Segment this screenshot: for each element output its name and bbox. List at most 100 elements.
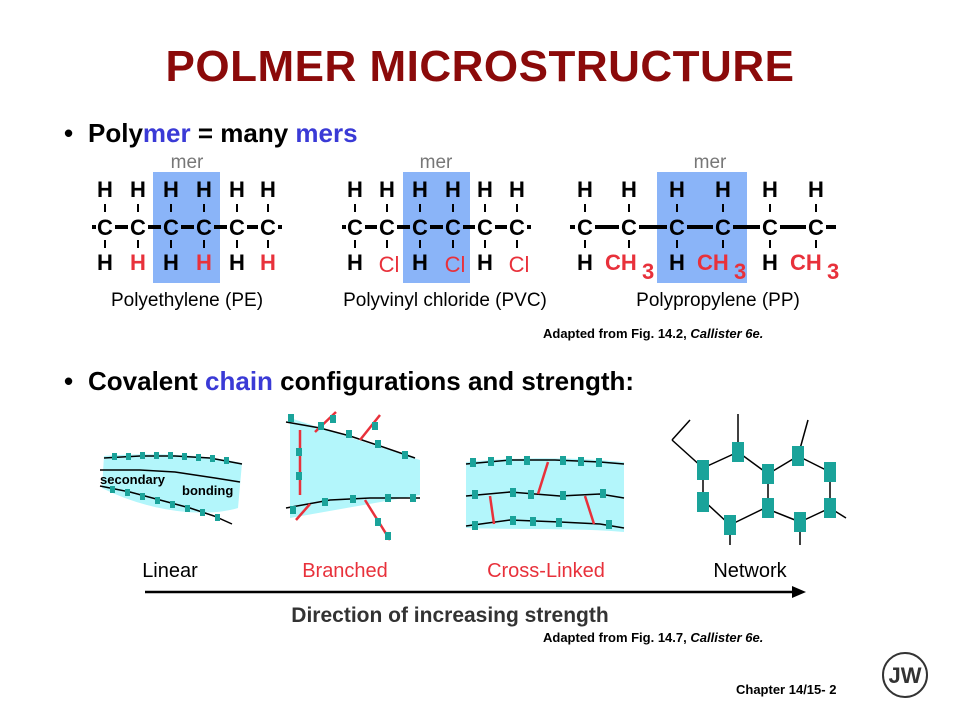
svg-text:H: H <box>715 177 731 202</box>
svg-text:H: H <box>477 250 493 275</box>
label-network: Network <box>713 560 787 582</box>
svg-text:H: H <box>762 177 778 202</box>
mer-label-pvc: mer <box>420 152 453 173</box>
bullet-polymer: •Polymer = many mers <box>64 118 358 148</box>
svg-text:H: H <box>477 177 493 202</box>
svg-text:H: H <box>621 177 637 202</box>
bullet-text-b: mer <box>142 118 191 148</box>
svg-text:H: H <box>808 177 824 202</box>
arrow-label: Direction of increasing strength <box>291 604 608 627</box>
label-pp: Polypropylene (PP) <box>636 290 800 311</box>
svg-text:C: C <box>260 215 276 240</box>
svg-text:3: 3 <box>827 259 839 284</box>
caption-fig-14-7: Adapted from Fig. 14.7, Callister 6e. <box>543 630 764 645</box>
bullet2-text-a: Covalent <box>88 366 206 396</box>
svg-text:C: C <box>762 215 778 240</box>
svg-text:H: H <box>97 177 113 202</box>
svg-text:C: C <box>715 215 731 240</box>
label-pvc: Polyvinyl chloride (PVC) <box>343 290 547 311</box>
chain-configurations-diagram: secondary bonding <box>99 411 847 627</box>
svg-text:H: H <box>130 177 146 202</box>
pvc-bottom: H Cl H Cl H Cl <box>347 250 529 277</box>
svg-text:H: H <box>260 177 276 202</box>
svg-text:H: H <box>669 177 685 202</box>
svg-text:H: H <box>229 177 245 202</box>
svg-text:H: H <box>163 177 179 202</box>
svg-text:JW: JW <box>889 663 922 688</box>
svg-text:3: 3 <box>734 259 746 284</box>
svg-text:H: H <box>347 250 363 275</box>
slide-title: POLMER MICROSTRUCTURE <box>165 42 795 91</box>
svg-text:C: C <box>97 215 113 240</box>
svg-text:H: H <box>509 177 525 202</box>
svg-text:H: H <box>669 250 685 275</box>
branched-diagram <box>285 411 420 541</box>
svg-text:C: C <box>509 215 525 240</box>
bullet-text-c: = many <box>190 118 296 148</box>
strength-arrow-head <box>792 586 806 598</box>
mer-label-pp: mer <box>694 152 727 173</box>
svg-text:C: C <box>477 215 493 240</box>
svg-text:H: H <box>130 250 146 275</box>
bullet-text-a: Poly <box>88 118 143 148</box>
svg-text:3: 3 <box>642 259 654 284</box>
svg-text:H: H <box>196 250 212 275</box>
svg-text:C: C <box>621 215 637 240</box>
svg-text:H: H <box>163 250 179 275</box>
svg-text:C: C <box>412 215 428 240</box>
svg-text:C: C <box>445 215 461 240</box>
bullet-chain-config: •Covalent chain configurations and stren… <box>64 366 635 396</box>
network-diagram <box>671 414 847 545</box>
cross-linked-diagram <box>465 456 625 532</box>
svg-text:H: H <box>577 177 593 202</box>
svg-text:C: C <box>577 215 593 240</box>
svg-text:H: H <box>229 250 245 275</box>
svg-text:H: H <box>412 177 428 202</box>
svg-text:H: H <box>445 177 461 202</box>
linear-diagram: secondary bonding <box>99 452 243 525</box>
svg-text:C: C <box>163 215 179 240</box>
svg-text:C: C <box>229 215 245 240</box>
publisher-logo: JW <box>882 652 928 698</box>
svg-text:H: H <box>196 177 212 202</box>
svg-text:H: H <box>762 250 778 275</box>
svg-text:CH: CH <box>790 250 822 275</box>
caption-fig-14-2: Adapted from Fig. 14.2, Callister 6e. <box>543 326 764 341</box>
label-branched: Branched <box>302 560 388 582</box>
svg-text:C: C <box>347 215 363 240</box>
svg-text:C: C <box>669 215 685 240</box>
svg-text:H: H <box>347 177 363 202</box>
svg-text:Cl: Cl <box>509 252 530 277</box>
svg-text:C: C <box>808 215 824 240</box>
mer-label-pe: mer <box>171 152 204 173</box>
svg-text:H: H <box>260 250 276 275</box>
bullet-text-d: mers <box>295 118 358 148</box>
svg-text:H: H <box>97 250 113 275</box>
label-linear: Linear <box>142 560 198 582</box>
label-cross-linked: Cross-Linked <box>487 560 605 582</box>
linear-secondary-label: secondary <box>100 472 166 487</box>
svg-text:CH: CH <box>605 250 637 275</box>
svg-text:C: C <box>196 215 212 240</box>
linear-bonding-label: bonding <box>182 483 233 498</box>
svg-text:CH: CH <box>697 250 729 275</box>
svg-text:H: H <box>412 250 428 275</box>
bullet2-text-c: configurations and strength: <box>272 366 635 396</box>
svg-text:Cl: Cl <box>445 252 466 277</box>
svg-text:H: H <box>379 177 395 202</box>
svg-text:C: C <box>130 215 146 240</box>
svg-text:Cl: Cl <box>379 252 400 277</box>
label-pe: Polyethylene (PE) <box>111 290 263 311</box>
